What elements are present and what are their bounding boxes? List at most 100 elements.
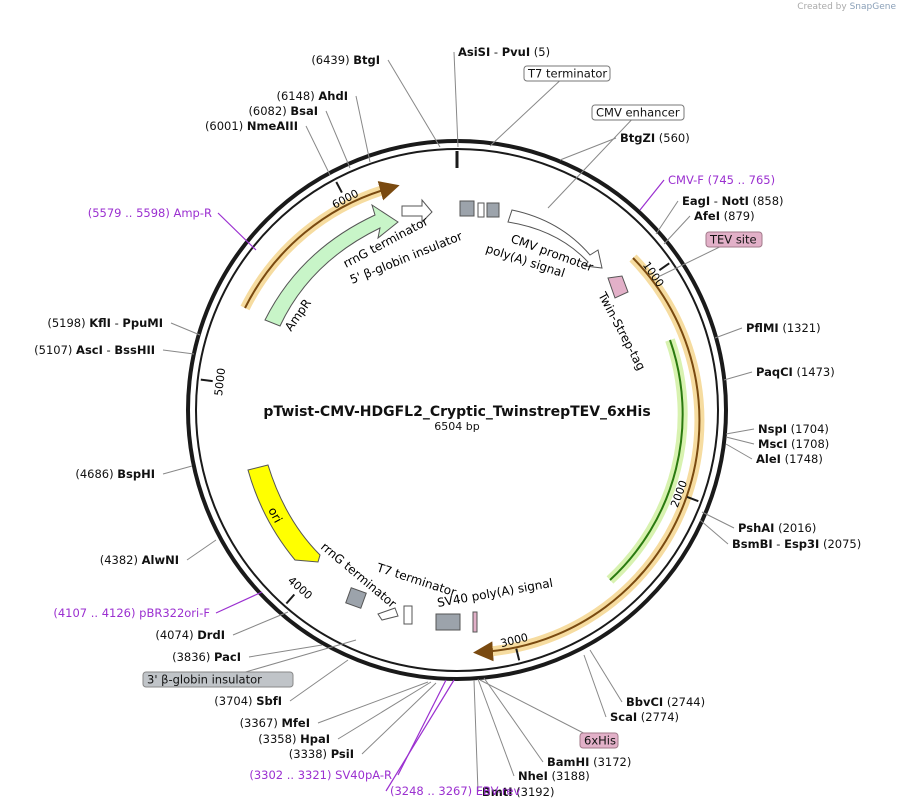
primer-label: (3248 .. 3267) EBV-rev [390, 784, 520, 798]
feature-ori: ori [265, 505, 285, 525]
boxed-label-text: 6xHis [584, 734, 616, 748]
ampr-arrow [264, 203, 399, 327]
ruler-tick [335, 181, 343, 194]
box-leader [479, 679, 600, 742]
enzyme-label: BbvCI (2744) [626, 695, 705, 709]
enzyme-label: (4686) BspHI [75, 467, 155, 481]
enzyme-label: BmtI (3192) [482, 785, 554, 799]
backbone-outer [186, 139, 728, 681]
ori-arrow [247, 464, 321, 563]
orf-green-arrow [609, 339, 684, 581]
primer-leader [385, 679, 455, 792]
orf-green-halo [606, 338, 688, 584]
ruler-tick [285, 593, 296, 605]
polya-block-top [486, 202, 500, 218]
enzyme-label: (3338) PsiI [289, 747, 354, 761]
enzyme-leader [483, 677, 544, 763]
enzyme-label: (3367) MfeI [240, 716, 310, 730]
primer-label: (4107 .. 4126) pBR322ori-F [53, 606, 210, 620]
credit-prefix: Created by [797, 2, 847, 12]
boxed-label-frame [705, 231, 763, 248]
enzyme-leader [589, 649, 623, 703]
enzyme-label: AsiSI - PvuI (5) [458, 45, 550, 59]
boxed-label-text: TEV site [709, 233, 757, 247]
enzyme-leader [317, 681, 429, 724]
enzyme-leader [725, 443, 753, 460]
enzyme-leader [453, 51, 459, 148]
plasmid-name: pTwist-CMV-HDGFL2_Cryptic_TwinstrepTEV_6… [263, 404, 650, 420]
enzyme-label: (6001) NmeAIII [205, 119, 298, 133]
plasmid-length: 6504 bp [434, 420, 479, 433]
sv40-block [435, 613, 461, 631]
enzyme-leader [186, 539, 217, 561]
enzyme-leader [655, 200, 679, 235]
boxed-label-text: 3' β-globin insulator [147, 673, 262, 687]
enzyme-label: (4382) AlwNI [100, 553, 179, 567]
enzyme-label: BamHI (3172) [547, 755, 631, 769]
enzyme-leader [583, 654, 607, 718]
enzyme-label: (3704) SbfI [214, 694, 282, 708]
enzyme-leader [473, 679, 479, 793]
snapgene-credit: Created by SnapGene [797, 2, 896, 12]
ruler-tick [686, 496, 699, 503]
enzyme-label: (6148) AhdI [276, 89, 348, 103]
feature-sv40: SV40 poly(A) signal [436, 576, 554, 610]
enzyme-leader [248, 644, 323, 658]
boxed-label-frame [523, 65, 611, 82]
enzyme-label: (4074) DrdI [155, 628, 225, 642]
ruler-tick [515, 648, 521, 661]
enzyme-label: ScaI (2774) [610, 710, 679, 724]
enzyme-leader [361, 682, 437, 755]
cmv-promoter-arrow [507, 209, 603, 269]
primer-leader [639, 179, 665, 211]
enzyme-label: MscI (1708) [758, 437, 829, 451]
ruler-tick [200, 378, 213, 383]
enzyme-label: (5198) KflI - PpuMI [47, 316, 163, 330]
enzyme-label: (6082) BsaI [248, 104, 318, 118]
enzyme-leader [725, 436, 755, 445]
enzyme-leader [723, 371, 753, 381]
credit-brand: SnapGene [849, 2, 896, 12]
enzyme-leader [325, 110, 351, 169]
enzyme-leader [477, 678, 515, 777]
box-leader [547, 112, 639, 209]
t7-block-top [477, 202, 485, 218]
rrng-block-bottom [345, 587, 367, 609]
enzyme-leader [289, 659, 349, 702]
enzyme-label: NheI (3188) [518, 769, 590, 783]
enzyme-leader [170, 322, 201, 336]
boxed-label-frame [142, 671, 294, 688]
amp-orf-arrow [244, 181, 400, 309]
enzyme-label: (5107) AscI - BssHII [34, 343, 155, 357]
primer-leader [215, 591, 263, 614]
enzyme-leader [337, 681, 432, 740]
enzyme-label: PshAI (2016) [738, 521, 816, 535]
ruler-tick-label: 4000 [285, 574, 315, 602]
ruler-tick-label: 5000 [212, 367, 228, 396]
enzyme-label: AfeI (879) [694, 209, 755, 223]
enzyme-leader [162, 465, 193, 475]
enzyme-leader [714, 327, 743, 339]
rrng-block-top [459, 200, 475, 217]
enzyme-label: BtgZI (560) [620, 131, 690, 145]
primer-label: (5579 .. 5598) Amp-R [88, 206, 212, 220]
boxed-label-text: CMV enhancer [596, 106, 680, 120]
boxed-label-frame [591, 104, 685, 121]
enzyme-label: PflMI (1321) [746, 321, 821, 335]
orf-orange-arrow [473, 257, 701, 662]
backbone-inner [195, 148, 719, 672]
enzyme-leader [699, 519, 729, 545]
his-block [472, 611, 478, 633]
enzyme-leader [725, 428, 755, 435]
enzyme-leader [232, 611, 289, 636]
feature-twin-strep: Twin-Strep-tag [595, 289, 648, 373]
enzyme-leader [701, 511, 735, 529]
primer-label: (3302 .. 3321) SV40pA-R [249, 768, 392, 782]
enzyme-leader [305, 125, 331, 176]
globin3-block [403, 605, 413, 625]
ruler-tick [658, 262, 670, 271]
primer-leader [217, 212, 257, 251]
twin-strep-shape [607, 275, 629, 299]
enzyme-label: NspI (1704) [758, 422, 829, 436]
